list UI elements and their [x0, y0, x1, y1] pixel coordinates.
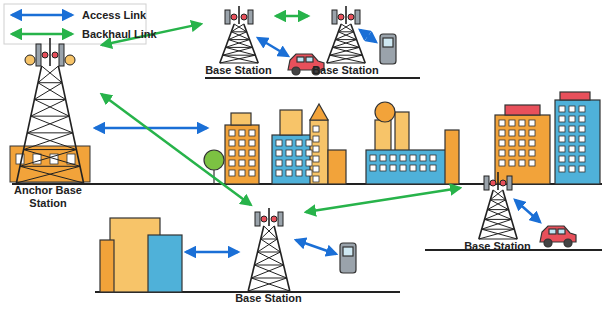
tower-icon — [215, 4, 263, 64]
station-label: Base Station — [203, 64, 274, 77]
tower-icon — [8, 36, 92, 184]
station-label: Anchor Base Station — [0, 184, 96, 210]
tower-icon — [322, 4, 370, 64]
base-station: Base Station — [462, 170, 533, 253]
anchor-base-station: Anchor Base Station — [0, 36, 100, 210]
backhaul-link — [276, 15, 308, 18]
base-station: Base Station — [203, 4, 274, 77]
legend-text: Backhaul Link — [82, 28, 157, 41]
tower-icon — [474, 170, 522, 240]
station-label: Base Station — [462, 240, 533, 253]
base-station: Base Station — [233, 206, 304, 305]
legend-text: Access Link — [82, 9, 146, 22]
station-label: Base Station — [233, 292, 304, 305]
tower-icon — [243, 206, 295, 292]
backhaul-link — [102, 94, 251, 205]
backhaul-link — [306, 188, 460, 212]
base-station: Base Station — [310, 4, 381, 77]
station-label: Base Station — [310, 64, 381, 77]
